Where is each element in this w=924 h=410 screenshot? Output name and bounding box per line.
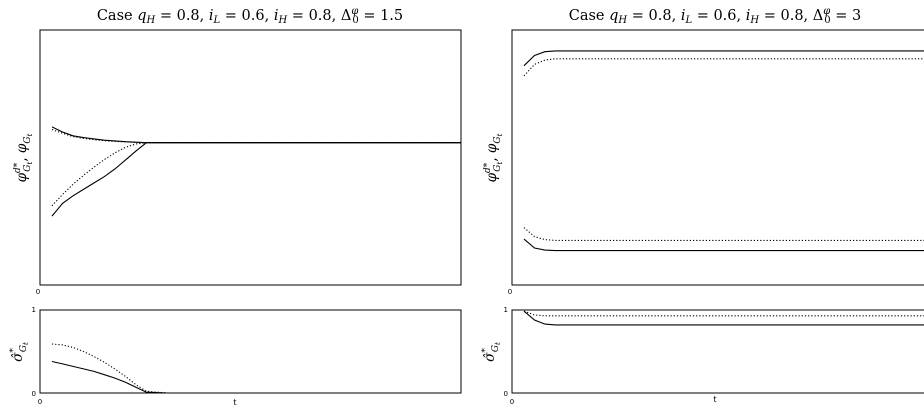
right-bottom-y-tick-0: 0 (504, 390, 508, 398)
right-top-series-1-dotted-line (523, 58, 924, 77)
right-top-plot-area (511, 29, 924, 286)
right-bottom-ylabel: σ̂*Gt (481, 342, 502, 362)
left-bottom-series-0-dotted-line (51, 343, 461, 394)
left-top-series-2-dotted-line (51, 142, 461, 207)
right-bottom-series-group (523, 310, 924, 326)
left-bottom-xlabel: t (233, 398, 236, 407)
left-top-x-tick-0: 0 (36, 288, 40, 296)
right-bottom-plot-area (511, 309, 924, 394)
right-bottom-series-1-solid-line (523, 310, 924, 326)
right-top-series-0-solid-line (523, 50, 924, 67)
left-bottom-series-1-solid-line (51, 360, 461, 394)
left-bottom-y-tick-0: 0 (32, 390, 36, 398)
left-top-ylabel: φd*Gt, φGt (13, 133, 34, 182)
left-bottom-plot-area (39, 309, 462, 394)
left-top-series-3-solid-line (51, 142, 461, 217)
left-bottom-ylabel: σ̂*Gt (9, 342, 30, 362)
left-bottom-series-group (51, 343, 461, 394)
right-top-series-2-dotted-line (523, 227, 924, 241)
right-bottom-y-tick-1: 1 (504, 306, 508, 314)
right-bottom-xlabel: t (713, 395, 716, 404)
right-top-x-tick-0: 0 (508, 288, 512, 296)
left-top-series-0-solid-line (51, 126, 461, 144)
right-top-ylabel: φd*Gt, φGt (483, 133, 504, 182)
right-top-series-group (523, 50, 924, 252)
right-bottom-x-tick-0: 0 (510, 398, 514, 406)
left-top-series-group (51, 126, 461, 217)
right-bottom-series-0-dotted-line (523, 310, 924, 317)
left-top-plot-area (39, 29, 462, 286)
right-top-series-3-solid-line (523, 238, 924, 252)
left-bottom-y-tick-1: 1 (32, 306, 36, 314)
left-bottom-x-tick-0: 0 (38, 398, 42, 406)
